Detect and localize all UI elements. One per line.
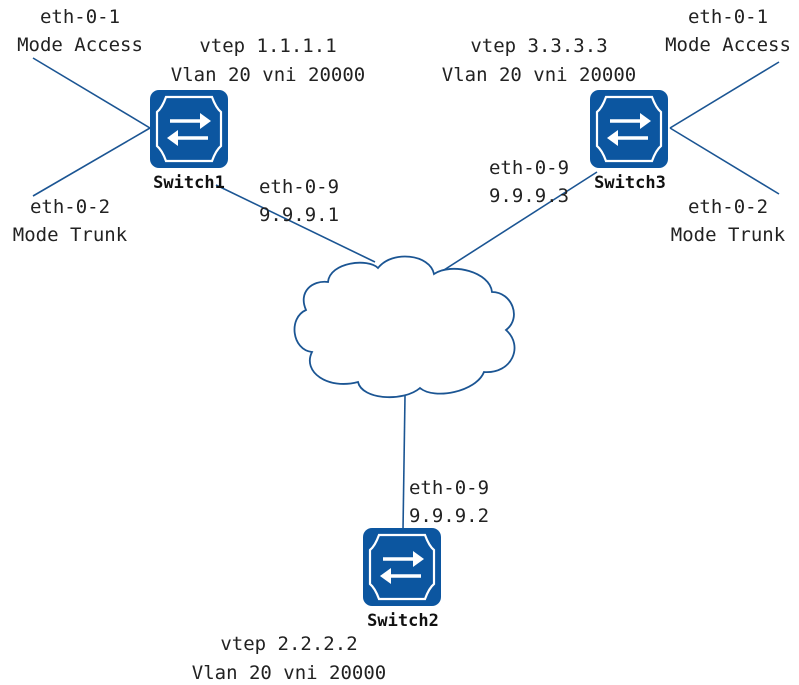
- switch3-label: Switch3: [594, 173, 666, 193]
- switch1-port2-name: eth-0-2: [30, 196, 110, 218]
- switch1-icon[interactable]: [148, 88, 230, 170]
- cloud-icon: [293, 255, 516, 399]
- switch1-label: Switch1: [153, 173, 225, 193]
- link-switch2-cloud: [402, 395, 406, 531]
- switch1-port1-mode: Mode Access: [17, 34, 143, 56]
- switch2-vlan: Vlan 20 vni 20000: [192, 662, 386, 684]
- switch3-port1-mode: Mode Access: [665, 34, 791, 56]
- switch2-icon[interactable]: [361, 526, 443, 608]
- link-switch1-cloud: [215, 184, 376, 263]
- switch1-uplink-ip: 9.9.9.1: [259, 204, 339, 226]
- link-switch1-eth-0-2: [32, 127, 151, 197]
- switch1-uplink-port: eth-0-9: [259, 176, 339, 198]
- switch2-label: Switch2: [367, 611, 439, 631]
- link-switch3-eth-0-1: [669, 61, 780, 129]
- switch2-uplink-ip: 9.9.9.2: [409, 505, 489, 527]
- switch3-port1-name: eth-0-1: [688, 6, 768, 28]
- switch3-icon[interactable]: [588, 88, 670, 170]
- switch3-vlan: Vlan 20 vni 20000: [442, 64, 636, 86]
- switch1-port1-name: eth-0-1: [40, 6, 120, 28]
- switch1-vlan: Vlan 20 vni 20000: [171, 64, 365, 86]
- link-switch3-eth-0-2: [669, 127, 780, 195]
- switch1-port2-mode: Mode Trunk: [13, 224, 128, 246]
- link-switch1-eth-0-1: [32, 57, 151, 129]
- link-switch3-cloud: [432, 171, 598, 278]
- switch3-port2-name: eth-0-2: [688, 196, 768, 218]
- switch3-uplink-ip: 9.9.9.3: [489, 185, 569, 207]
- switch3-vtep: vtep 3.3.3.3: [470, 35, 607, 57]
- switch3-port2-mode: Mode Trunk: [671, 224, 786, 246]
- switch2-uplink-port: eth-0-9: [409, 477, 489, 499]
- switch1-vtep: vtep 1.1.1.1: [199, 35, 336, 57]
- switch3-uplink-port: eth-0-9: [489, 157, 569, 179]
- switch2-vtep: vtep 2.2.2.2: [220, 633, 357, 655]
